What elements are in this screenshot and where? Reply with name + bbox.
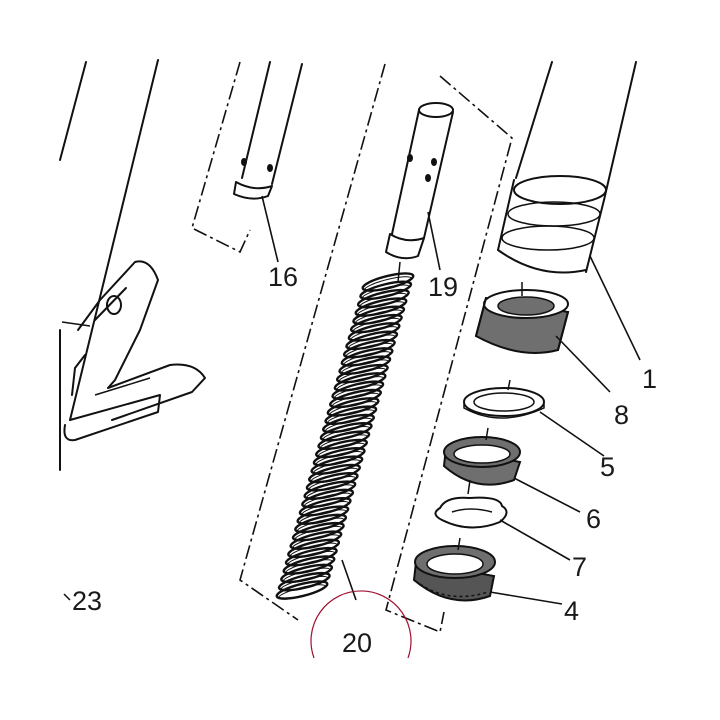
callout-5: 5	[600, 452, 615, 482]
part-20-spring	[275, 272, 415, 600]
spring-coil-inner	[361, 284, 410, 301]
spring-coil-inner	[359, 292, 408, 309]
assembly-outline	[239, 63, 513, 634]
spring-coil-inner	[310, 467, 359, 484]
callout-23: 23	[72, 586, 102, 616]
spring-coil-inner	[315, 451, 364, 467]
callout-16: 16	[268, 262, 298, 292]
spring-coil-inner	[354, 309, 403, 326]
spring-coil-inner	[285, 559, 333, 575]
spring-coil-inner	[338, 367, 387, 384]
part-11-fork-tube	[497, 61, 641, 361]
part-7-circlip	[434, 479, 571, 561]
spring-coil-inner	[350, 326, 398, 342]
spring-coil-inner	[343, 351, 391, 367]
callout-20: 20	[342, 628, 372, 658]
spring-coil-inner	[289, 542, 338, 559]
spring-coil-inner	[336, 376, 384, 392]
leader-23	[63, 593, 71, 601]
spring-coil-inner	[333, 384, 382, 400]
spring-coil-inner	[299, 509, 347, 525]
highlight-circle	[310, 590, 412, 659]
fork-bracket	[59, 59, 206, 471]
spring-coil-inner	[357, 301, 405, 317]
spring-coil-inner	[317, 442, 366, 459]
spring-coil-inner	[352, 317, 401, 334]
spring-coil-inner	[278, 584, 326, 600]
spring-coil-inner	[364, 276, 412, 292]
spring-coil-inner	[324, 417, 373, 434]
callout-11: 1	[642, 364, 657, 394]
spring-coil-inner	[322, 426, 371, 442]
spring-coil-inner	[340, 359, 389, 375]
spring-coil-inner	[303, 492, 352, 509]
spring-coil-inner	[319, 434, 368, 450]
spring-coil-inner	[326, 409, 375, 425]
spring-coil-inner	[308, 476, 357, 492]
part-8-bushing	[474, 282, 611, 393]
spring-coil-inner	[313, 459, 361, 475]
part-4-dust-seal	[412, 537, 563, 605]
spring-coil-inner	[287, 550, 336, 567]
callout-4: 4	[564, 596, 579, 626]
part-5-washer	[463, 379, 605, 457]
spring-coil-inner	[347, 334, 396, 351]
part-16-rod	[191, 61, 303, 263]
spring-coil-inner	[306, 484, 354, 500]
spring-coil-inner	[280, 575, 329, 592]
spring-coil-inner	[292, 534, 340, 550]
part-19-rod	[385, 102, 454, 283]
leader-20	[341, 559, 357, 601]
spring-coil-inner	[301, 501, 350, 517]
part-6-seal	[442, 427, 581, 513]
spring-coil-inner	[282, 567, 331, 584]
callout-19: 19	[428, 272, 458, 302]
spring-coil-inner	[294, 525, 343, 542]
spring-coil-inner	[345, 342, 394, 359]
spring-coil-inner	[296, 517, 345, 534]
callout-7: 7	[572, 552, 587, 582]
spring-coil-inner	[329, 401, 377, 417]
callout-8: 8	[614, 400, 629, 430]
callout-6: 6	[586, 504, 601, 534]
spring-coil-inner	[331, 392, 380, 409]
